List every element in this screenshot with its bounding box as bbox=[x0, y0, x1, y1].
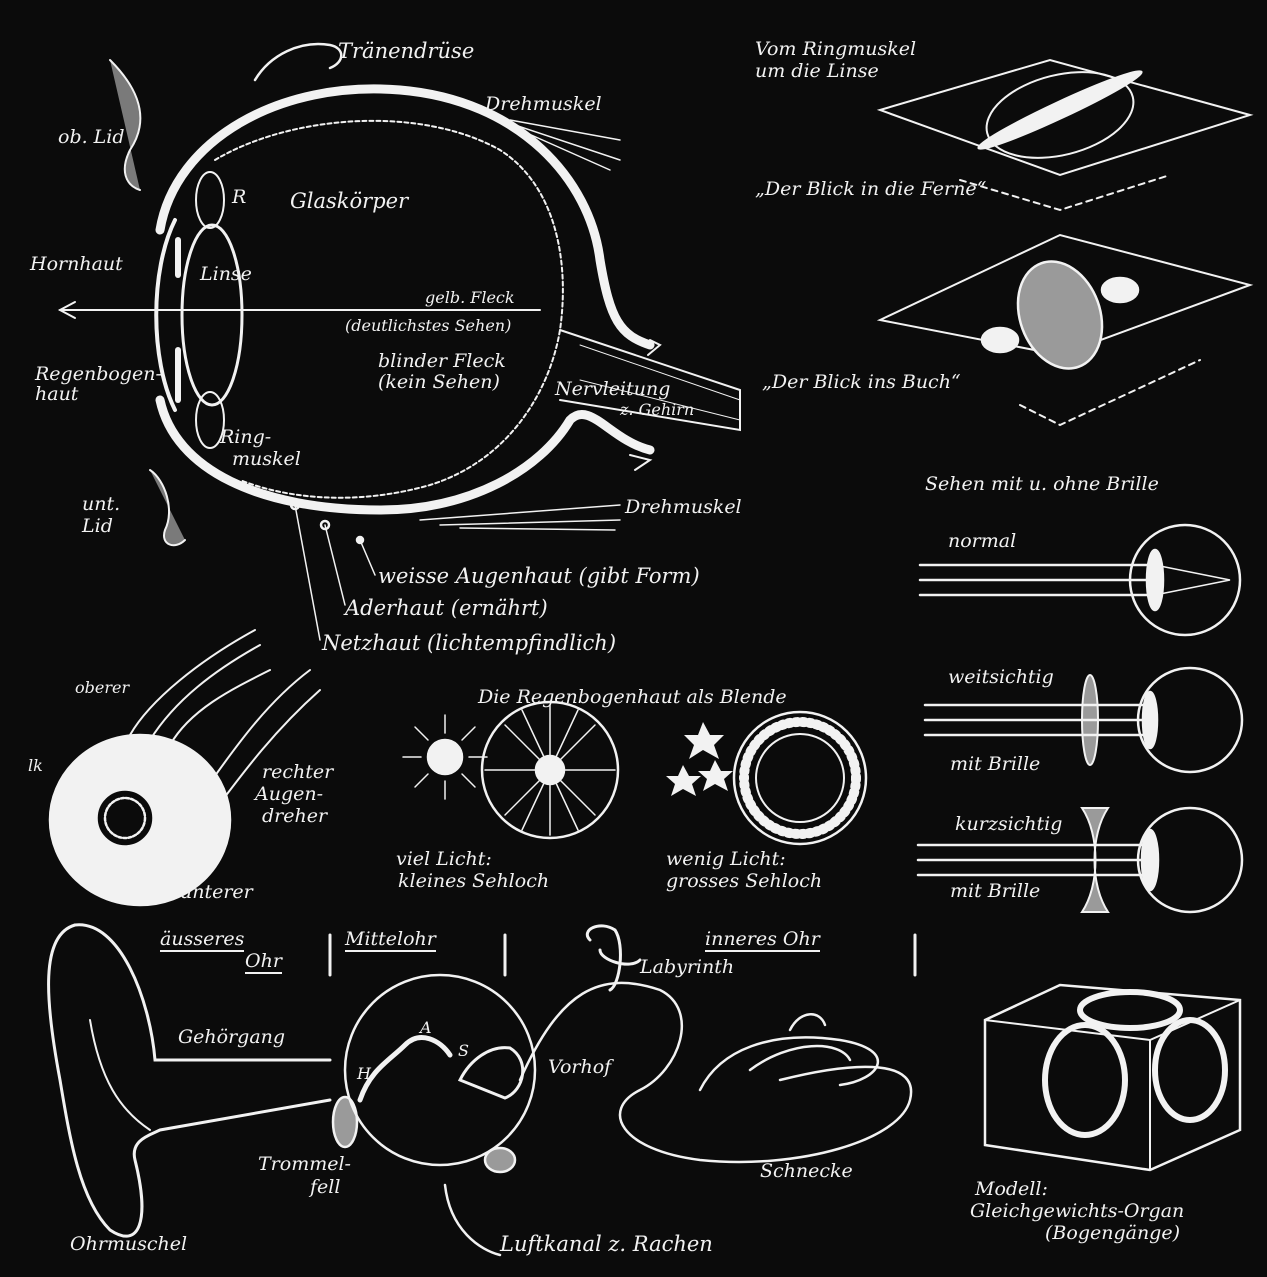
label-hornhaut: Hornhaut bbox=[30, 255, 123, 275]
label-h: H bbox=[357, 1066, 371, 1083]
label-wenig-licht-1: wenig Licht: bbox=[666, 850, 786, 870]
lens-near-drawing bbox=[880, 235, 1250, 425]
label-modell-1: Modell: bbox=[975, 1180, 1048, 1200]
label-gelb-fleck-sub: (deutlichstes Sehen) bbox=[345, 318, 511, 335]
label-r: R bbox=[232, 188, 246, 208]
label-ohrmuschel: Ohrmuschel bbox=[70, 1235, 187, 1255]
label-inneres-ohr: inneres Ohr bbox=[705, 930, 820, 950]
label-iris-title: Die Regenbogenhaut als Blende bbox=[478, 688, 787, 708]
label-mittelohr-text: Mittelohr bbox=[345, 928, 436, 952]
label-glasses-title: Sehen mit u. ohne Brille bbox=[925, 475, 1159, 495]
label-ring-1: Ring- bbox=[220, 428, 271, 448]
label-rechter-2: Augen- bbox=[255, 785, 323, 805]
label-trommel-2: fell bbox=[310, 1178, 340, 1198]
label-aderhaut: Aderhaut (ernährt) bbox=[345, 597, 548, 619]
label-s: S bbox=[458, 1043, 469, 1060]
label-viel-licht-1: viel Licht: bbox=[396, 850, 492, 870]
label-ring-2: muskel bbox=[232, 450, 301, 470]
label-unt-lid-1: unt. bbox=[82, 495, 120, 515]
label-aeusseres-2: Ohr bbox=[245, 952, 282, 972]
label-schnecke: Schnecke bbox=[760, 1162, 853, 1182]
ear-drawing bbox=[49, 925, 915, 1255]
label-nervleitung: Nervleitung bbox=[555, 380, 670, 400]
label-ringmuskel-title-1: Vom Ringmuskel bbox=[755, 40, 916, 60]
label-regenbogen-1: Regenbogen- bbox=[35, 365, 162, 385]
label-z-gehirn: z. Gehirn bbox=[620, 402, 694, 419]
label-modell-3: (Bogengänge) bbox=[1045, 1224, 1180, 1244]
label-blinder-fleck-sub: (kein Sehen) bbox=[378, 373, 500, 393]
label-drehmuskel-top: Drehmuskel bbox=[485, 95, 602, 115]
label-rechter-3: dreher bbox=[262, 807, 327, 827]
iris-dim-drawing bbox=[666, 712, 866, 844]
label-gehoergang: Gehörgang bbox=[178, 1028, 285, 1048]
label-lk: lk bbox=[28, 758, 43, 775]
label-wenig-licht-2: grosses Sehloch bbox=[666, 872, 822, 892]
label-traenendruese: Tränendrüse bbox=[338, 40, 474, 62]
label-glaskoerper: Glaskörper bbox=[290, 190, 408, 212]
iris-bright-drawing bbox=[403, 702, 618, 838]
label-modell-2: Gleichgewichts-Organ bbox=[970, 1202, 1184, 1222]
label-aeusseres-1-text: äusseres bbox=[160, 928, 244, 952]
label-netzhaut: Netzhaut (lichtempfindlich) bbox=[322, 632, 616, 654]
label-blick-ferne: „Der Blick in die Ferne“ bbox=[755, 180, 986, 200]
label-linse: Linse bbox=[200, 265, 252, 285]
label-mittelohr: Mittelohr bbox=[345, 930, 436, 950]
label-unterer: unterer bbox=[180, 883, 253, 903]
label-drehmuskel-bottom: Drehmuskel bbox=[625, 498, 742, 518]
label-vorhof: Vorhof bbox=[548, 1058, 611, 1078]
label-blinder-fleck: blinder Fleck bbox=[378, 352, 506, 372]
label-normal: normal bbox=[948, 532, 1016, 552]
label-viel-licht-2: kleines Sehloch bbox=[398, 872, 549, 892]
model-drawing bbox=[985, 985, 1240, 1170]
label-blick-buch: „Der Blick ins Buch“ bbox=[762, 373, 961, 393]
label-weitsichtig: weitsichtig bbox=[948, 668, 1054, 688]
label-unt-lid-2: Lid bbox=[82, 517, 113, 537]
label-gelb-fleck: gelb. Fleck bbox=[425, 290, 515, 307]
label-mit-brille-2: mit Brille bbox=[950, 882, 1040, 902]
label-kurzsichtig: kurzsichtig bbox=[955, 815, 1062, 835]
label-rechter-1: rechter bbox=[262, 763, 333, 783]
label-luftkanal: Luftkanal z. Rachen bbox=[500, 1233, 713, 1255]
label-aeusseres-2-text: Ohr bbox=[245, 950, 282, 974]
label-a: A bbox=[420, 1020, 432, 1037]
label-ob-lid: ob. Lid bbox=[58, 128, 118, 148]
eye-cross-section bbox=[60, 44, 740, 640]
label-inneres-ohr-text: inneres Ohr bbox=[705, 928, 820, 952]
label-ringmuskel-title-2: um die Linse bbox=[755, 62, 879, 82]
label-labyrinth: Labyrinth bbox=[640, 958, 734, 978]
label-oberer: oberer bbox=[75, 680, 129, 697]
label-aeusseres-1: äusseres bbox=[160, 930, 244, 950]
label-weisse-augenhaut: weisse Augenhaut (gibt Form) bbox=[378, 565, 700, 587]
label-trommel-1: Trommel- bbox=[258, 1155, 351, 1175]
label-mit-brille-1: mit Brille bbox=[950, 755, 1040, 775]
label-regenbogen-2: haut bbox=[35, 385, 78, 405]
